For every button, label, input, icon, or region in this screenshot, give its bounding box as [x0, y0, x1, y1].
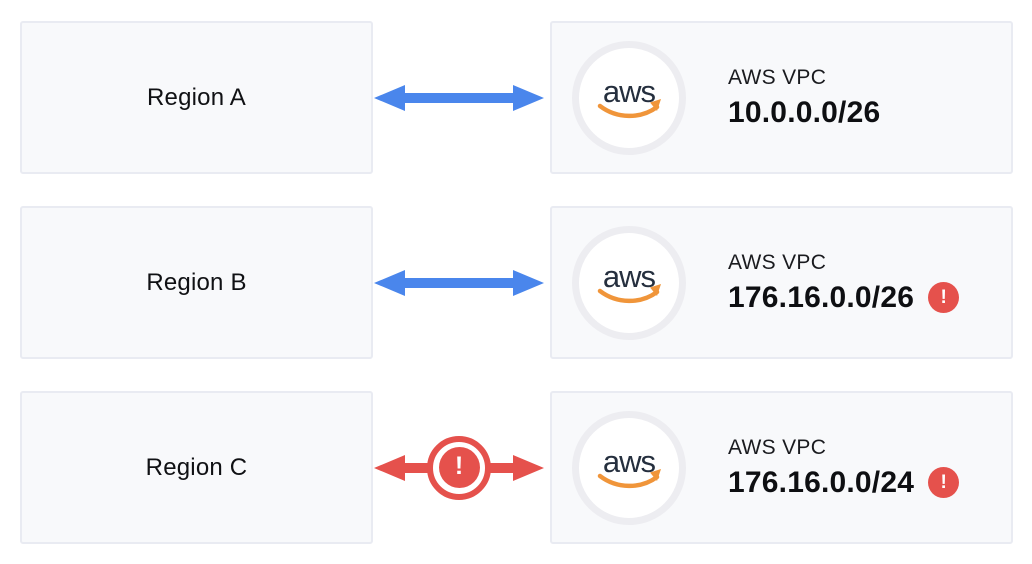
aws-logo-icon: aws: [572, 410, 686, 525]
vpc-label: AWS VPC: [728, 65, 827, 89]
svg-text:aws: aws: [603, 259, 656, 294]
vpc-cidr: 176.16.0.0/26: [728, 280, 915, 314]
region-label: Region A: [146, 83, 246, 111]
peering-link-a: [373, 21, 545, 174]
peering-row-c: Region C ! aws AWS VPC 176.16.0.0/24: [0, 391, 1032, 544]
cidr-conflict-warning-icon: !: [928, 282, 960, 313]
vpc-card-b: aws AWS VPC 176.16.0.0/26 !: [550, 206, 1013, 359]
vpc-label: AWS VPC: [728, 435, 827, 459]
region-box-b: Region B: [20, 206, 373, 359]
vpc-info: AWS VPC 10.0.0.0/26: [728, 66, 880, 130]
peering-row-a: Region A aws AWS VPC 10.0.0.0/26: [0, 21, 1032, 174]
vpc-cidr: 176.16.0.0/24: [728, 465, 915, 499]
aws-logo-glyph: aws: [597, 259, 661, 303]
aws-logo-icon: aws: [572, 40, 686, 155]
cidr-line: 10.0.0.0/26: [728, 96, 880, 130]
peering-link-b: [373, 206, 545, 359]
region-label: Region B: [146, 268, 247, 296]
svg-text:aws: aws: [603, 444, 656, 479]
cidr-line: 176.16.0.0/26 !: [728, 280, 960, 315]
vpc-label: AWS VPC: [728, 250, 827, 274]
aws-logo-glyph: aws: [597, 74, 661, 118]
bidirectional-arrow-icon: [374, 269, 544, 296]
svg-text:aws: aws: [603, 74, 656, 109]
vpc-info: AWS VPC 176.16.0.0/26 !: [728, 250, 960, 315]
peering-link-c: !: [373, 391, 545, 544]
aws-logo-icon: aws: [572, 225, 686, 340]
region-box-a: Region A: [20, 21, 373, 174]
exclamation-glyph: !: [438, 447, 480, 488]
peering-row-b: Region B aws AWS VPC 176.16.0.0/26 !: [0, 206, 1032, 359]
vpc-card-a: aws AWS VPC 10.0.0.0/26: [550, 21, 1013, 174]
cidr-conflict-warning-icon: !: [928, 467, 960, 498]
vpc-info: AWS VPC 176.16.0.0/24 !: [728, 435, 960, 500]
link-error-warning-icon: !: [427, 435, 491, 500]
cidr-line: 176.16.0.0/24 !: [728, 465, 960, 500]
vpc-card-c: aws AWS VPC 176.16.0.0/24 !: [550, 391, 1013, 544]
region-label: Region C: [145, 453, 248, 481]
region-box-c: Region C: [20, 391, 373, 544]
aws-logo-glyph: aws: [597, 444, 661, 488]
vpc-cidr: 10.0.0.0/26: [728, 95, 881, 129]
bidirectional-arrow-icon: [374, 84, 544, 111]
